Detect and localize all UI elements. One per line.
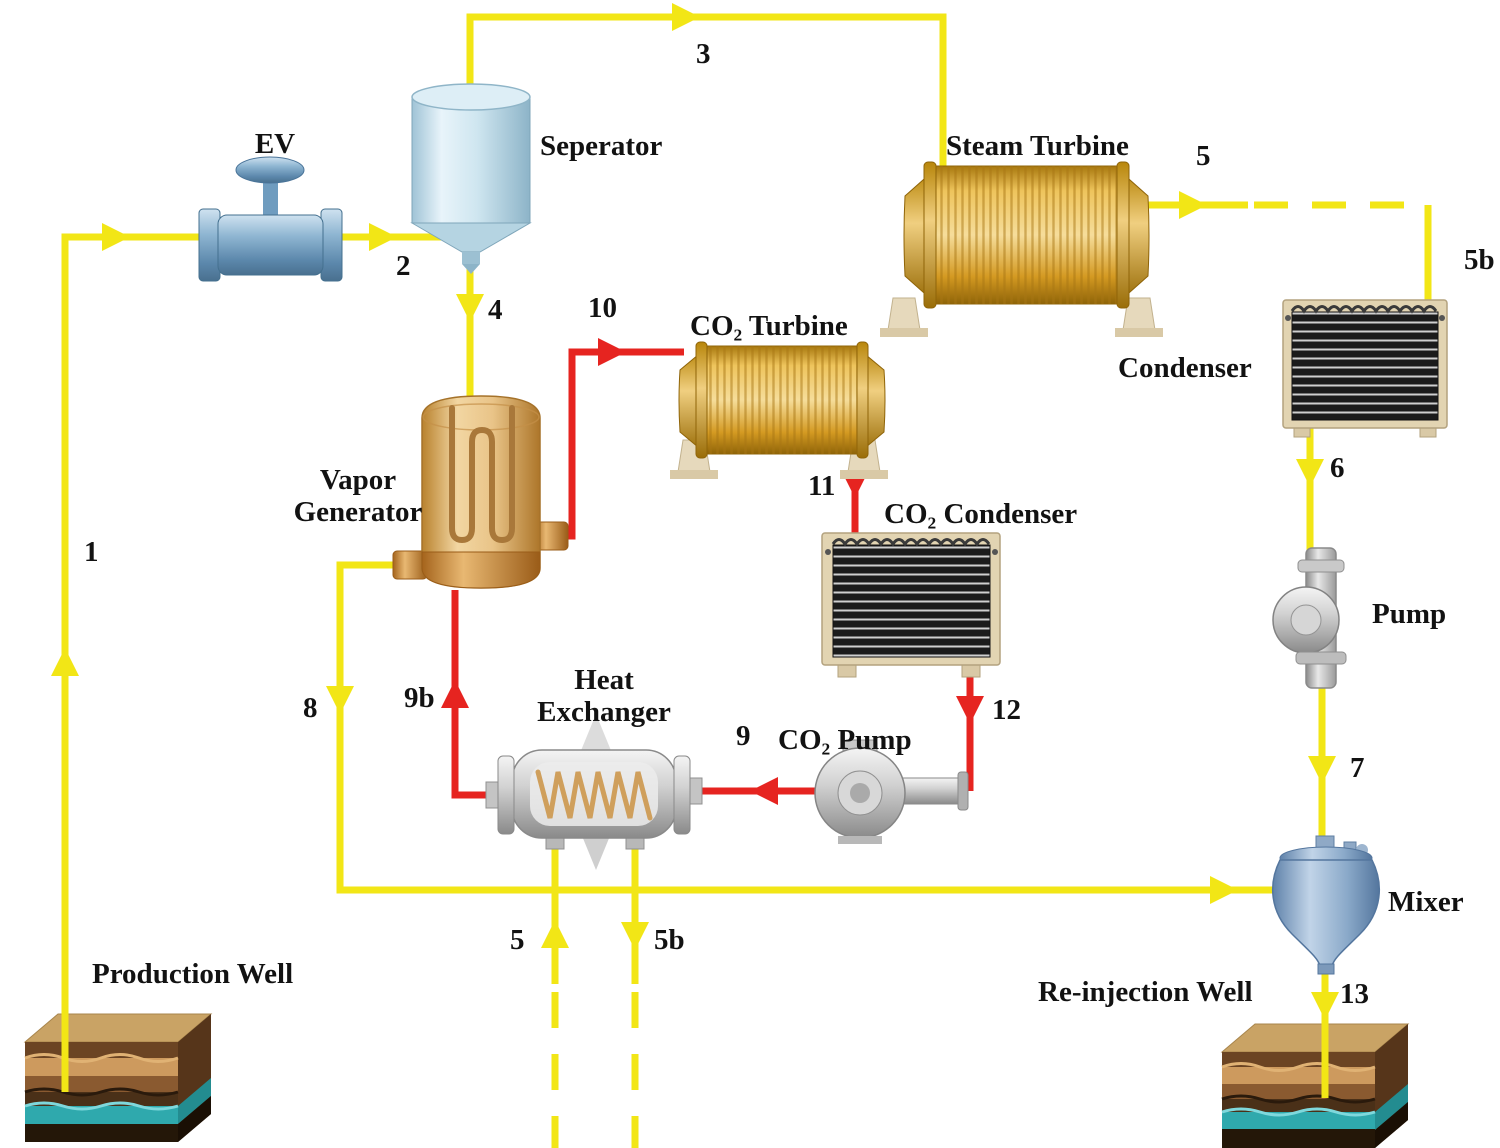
- exchanger-coil: [535, 769, 653, 821]
- stream-label-4: 4: [488, 294, 503, 326]
- arrow-down-icon: [1296, 459, 1324, 487]
- condenser-coil: [831, 538, 991, 547]
- arrow-down-icon: [326, 686, 354, 714]
- pump-flange: [957, 771, 969, 811]
- ev-valve: [198, 156, 343, 282]
- separator-nozzle: [462, 252, 480, 264]
- arrow-right-icon: [1179, 191, 1207, 219]
- stream-label-5-top: 5: [1196, 140, 1211, 172]
- generator-coil: [449, 405, 515, 544]
- arrow-down-icon: [621, 922, 649, 950]
- stream-8-pipe: [336, 561, 1285, 894]
- stream-label-1: 1: [84, 536, 99, 568]
- arrow-up-icon: [541, 920, 569, 948]
- arrow-left-icon: [750, 777, 778, 805]
- co2-pump: [814, 739, 969, 844]
- valve-flange: [320, 208, 343, 282]
- stream-3-pipe: [466, 13, 947, 170]
- arrow-up-icon: [51, 648, 79, 676]
- co2-condenser: [821, 532, 1001, 678]
- pump: [1272, 547, 1347, 689]
- generator-base: [421, 551, 541, 589]
- water-arrows: [51, 3, 1339, 1020]
- pump-flange: [1295, 651, 1347, 665]
- label-co2-turbine: CO₂ Turbine: [690, 310, 848, 342]
- exchanger-flange: [673, 755, 691, 835]
- stream-label-13: 13: [1340, 978, 1369, 1010]
- stream-label-5b-top: 5b: [1464, 244, 1495, 276]
- condenser-core: [1291, 311, 1439, 421]
- arrow-up-icon: [441, 680, 469, 708]
- valve-flange: [198, 208, 221, 282]
- arrow-right-icon: [1210, 876, 1238, 904]
- label-separator: Seperator: [540, 130, 663, 162]
- separator-top: [411, 83, 531, 111]
- arrow-right-icon: [102, 223, 130, 251]
- label-co2-condenser: CO₂ Condenser: [884, 498, 1078, 530]
- mixer-body: [1271, 859, 1381, 967]
- stream-label-5-bottom: 5: [510, 924, 525, 956]
- reinjection-well: [1220, 1023, 1410, 1148]
- valve-handle: [235, 156, 305, 184]
- stream-label-2: 2: [396, 250, 411, 282]
- stream-label-6: 6: [1330, 452, 1345, 484]
- label-ev: EV: [254, 128, 296, 160]
- label-production-well: Production Well: [92, 958, 294, 990]
- arrow-right-icon: [598, 338, 626, 366]
- stream-label-11: 11: [808, 470, 836, 502]
- co2-arrows: [441, 338, 984, 805]
- arrow-right-icon: [369, 223, 397, 251]
- label-steam-turbine: Steam Turbine: [946, 130, 1129, 162]
- stream-label-10: 10: [588, 292, 617, 324]
- label-co2-pump: CO₂ Pump: [778, 724, 912, 756]
- turbine-leg: [887, 297, 921, 331]
- stream-label-5b-bottom: 5b: [654, 924, 685, 956]
- condenser: [1282, 299, 1448, 438]
- stream-1-pipe: [61, 233, 202, 1092]
- arrow-down-icon: [1311, 992, 1339, 1020]
- label-condenser: Condenser: [1118, 352, 1252, 384]
- arrow-right-icon: [672, 3, 700, 31]
- label-reinjection-well: Re-injection Well: [1038, 976, 1253, 1008]
- separator-vessel: [410, 83, 532, 274]
- production-well: [23, 1013, 213, 1142]
- arrow-down-icon: [1308, 756, 1336, 784]
- stream-label-3: 3: [696, 38, 711, 70]
- stream-label-9: 9: [736, 720, 751, 752]
- exchanger-flange: [497, 755, 515, 835]
- stream-label-8: 8: [303, 692, 318, 724]
- pump-flange: [1297, 559, 1345, 573]
- arrow-down-icon: [456, 294, 484, 322]
- water-pipes: [61, 13, 1432, 1148]
- heat-exchanger: [485, 714, 703, 870]
- condenser-coil: [1290, 305, 1438, 314]
- label-mixer: Mixer: [1388, 886, 1464, 918]
- steam-turbine: [880, 161, 1163, 337]
- condenser-core: [832, 544, 991, 658]
- separator-shell: [411, 96, 531, 224]
- label-vapor-generator: Vapor Generator: [293, 464, 423, 529]
- mixer: [1271, 835, 1381, 975]
- valve-body: [217, 214, 324, 276]
- vapor-generator: [392, 395, 569, 589]
- co2-turbine: [670, 341, 888, 479]
- stream-label-9b: 9b: [404, 682, 435, 714]
- arrow-down-icon: [956, 696, 984, 724]
- stream-10-pipe: [548, 348, 684, 540]
- stream-label-7: 7: [1350, 752, 1365, 784]
- pump-foot: [838, 836, 882, 844]
- label-heat-exchanger: Heat Exchanger: [537, 664, 671, 729]
- mixer-outlet: [1317, 963, 1335, 975]
- stream-label-12: 12: [992, 694, 1021, 726]
- label-pump: Pump: [1372, 598, 1447, 630]
